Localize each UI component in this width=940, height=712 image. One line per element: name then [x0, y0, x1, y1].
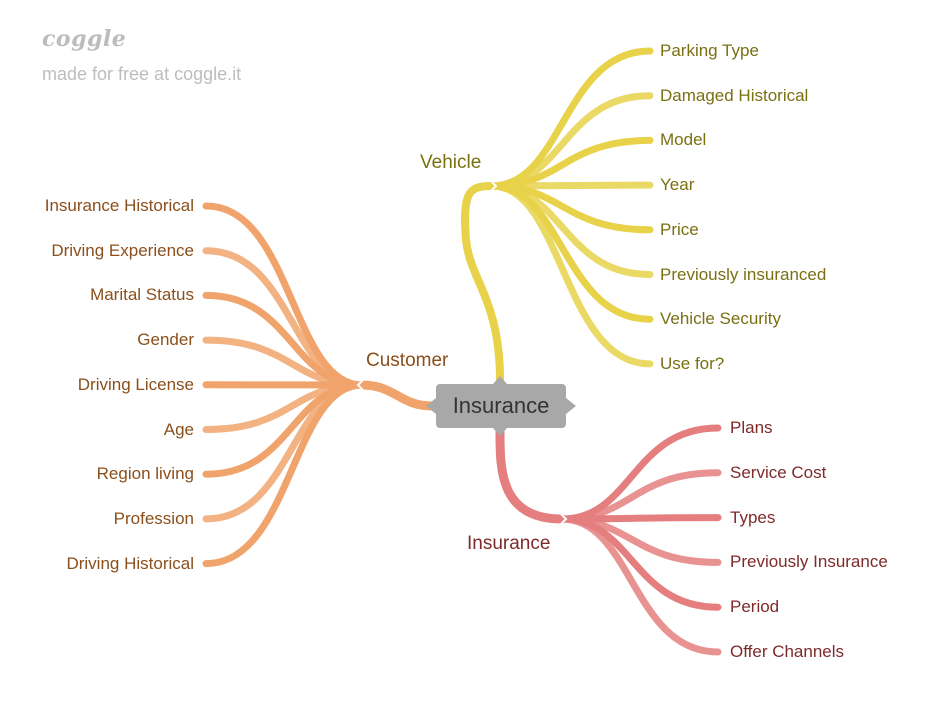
- customer-connector-9: [202, 381, 366, 568]
- branch-customer-label[interactable]: Customer: [366, 350, 449, 371]
- watermark-subtitle: made for free at coggle.it: [42, 64, 242, 84]
- customer-child-1[interactable]: Insurance Historical: [44, 196, 194, 215]
- customer-child-3[interactable]: Marital Status: [90, 285, 194, 305]
- branch-insurance-label[interactable]: Insurance: [467, 533, 551, 554]
- insurance-child-5[interactable]: Period: [730, 597, 780, 617]
- vehicle-connector-7: [488, 182, 654, 323]
- customer-connector-8: [202, 381, 366, 523]
- customer-child-8[interactable]: Profession: [113, 508, 194, 528]
- root-left-notch-icon: [426, 398, 436, 414]
- root-bottom-notch-icon: [493, 428, 507, 436]
- vehicle-child-8[interactable]: Use for?: [660, 353, 725, 373]
- customer-child-7[interactable]: Region living: [96, 464, 194, 484]
- insurance-child-6[interactable]: Offer Channels: [730, 642, 845, 661]
- customer-child-6[interactable]: Age: [163, 419, 194, 439]
- root-to-customer-connector: [357, 380, 437, 411]
- insurance-child-4[interactable]: Previously Insurance: [730, 552, 888, 572]
- root-to-vehicle-connector: [461, 182, 504, 384]
- vehicle-child-2[interactable]: Damaged Historical: [660, 85, 809, 105]
- customer-connector-2: [202, 247, 366, 389]
- root-top-notch-icon: [493, 376, 507, 384]
- insurance-child-1[interactable]: Plans: [730, 418, 773, 437]
- customer-child-5[interactable]: Driving License: [77, 374, 194, 394]
- root-right-notch-icon: [566, 398, 576, 414]
- customer-hub-chevron-icon: [356, 379, 364, 391]
- branch-vehicle-label[interactable]: Vehicle: [420, 152, 482, 173]
- insurance-child-3[interactable]: Types: [730, 507, 776, 527]
- root-node-label: Insurance: [452, 393, 550, 418]
- vehicle-hub-chevron-icon: [490, 180, 498, 192]
- customer-child-4[interactable]: Gender: [137, 330, 194, 350]
- root-to-insurance-connector: [495, 427, 567, 524]
- vehicle-connector-1: [488, 47, 654, 190]
- vehicle-child-1[interactable]: Parking Type: [660, 41, 759, 60]
- vehicle-child-5[interactable]: Price: [660, 219, 699, 239]
- vehicle-child-7[interactable]: Vehicle Security: [660, 309, 781, 329]
- vehicle-child-6[interactable]: Previously insuranced: [660, 264, 827, 284]
- insurance-connector-6: [558, 515, 722, 656]
- root-node[interactable]: [436, 384, 566, 428]
- vehicle-connector-8: [488, 182, 654, 368]
- coggle-logo: coggle: [42, 26, 127, 52]
- customer-child-2[interactable]: Driving Experience: [51, 240, 194, 260]
- customer-child-9[interactable]: Driving Historical: [66, 553, 194, 573]
- insurance-child-2[interactable]: Service Cost: [730, 462, 827, 482]
- insurance-hub-chevron-icon: [560, 513, 568, 525]
- vehicle-child-3[interactable]: Model: [660, 130, 707, 150]
- vehicle-child-4[interactable]: Year: [660, 175, 695, 195]
